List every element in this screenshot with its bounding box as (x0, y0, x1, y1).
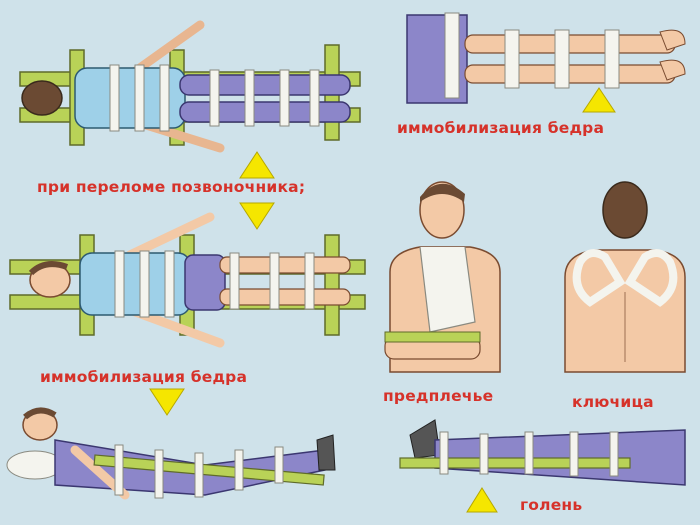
caption-hip-immobilization-right: иммобилизация бедра (397, 119, 605, 137)
caption-shin: голень (520, 496, 583, 514)
caption-hip-immobilization-left: иммобилизация бедра (40, 368, 248, 386)
spine-immobilization-front-figure (9, 212, 366, 348)
forearm-sling-figure (384, 181, 501, 373)
arrow-up-icon (582, 87, 616, 113)
clavicle-bandage-figure (564, 181, 686, 373)
caption-clavicle: ключица (572, 393, 654, 411)
arrow-up-icon (466, 487, 498, 513)
hip-immobilization-lying-figure (6, 407, 336, 500)
spine-immobilization-back-figure (19, 20, 361, 153)
arrow-down-icon (149, 388, 185, 416)
arrow-down-icon (239, 202, 275, 230)
shin-splint-figure (399, 419, 686, 486)
caption-spine-fracture: при переломе позвоночника; (37, 178, 306, 196)
arrow-up-icon (239, 151, 275, 179)
hip-immobilization-legs-figure (406, 12, 686, 104)
caption-forearm: предплечье (383, 387, 494, 405)
